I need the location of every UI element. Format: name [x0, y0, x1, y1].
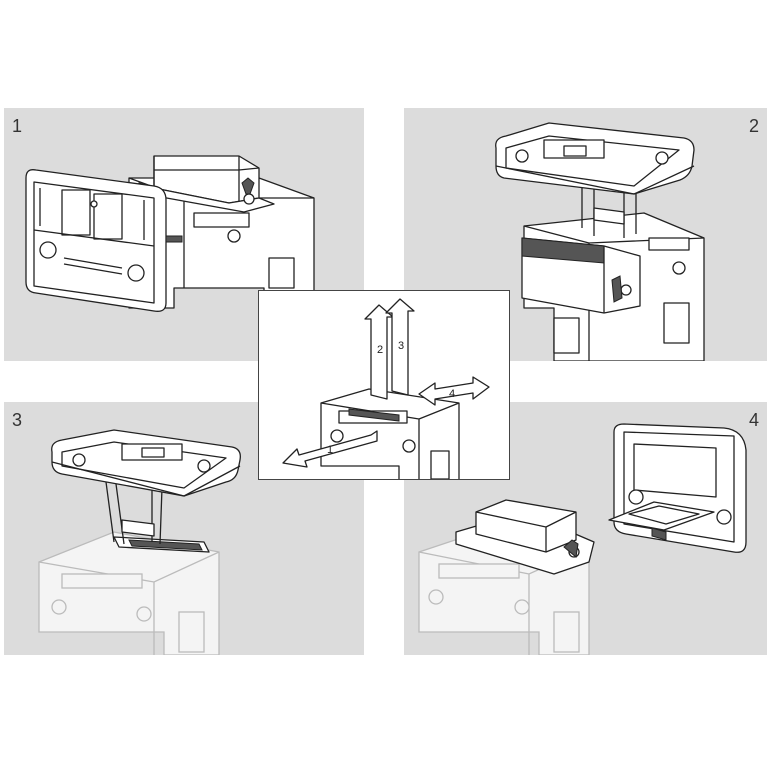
step-4-illustration [418, 423, 747, 655]
step-number: 2 [748, 116, 759, 136]
arrow-up-2 [364, 304, 394, 400]
arrow-label-3: 3 [398, 340, 404, 352]
arrow-label-2: 2 [377, 344, 383, 356]
actuator-slot [113, 536, 210, 553]
arrow-double-4 [418, 376, 490, 406]
linkage-arms [105, 481, 163, 545]
step-number: 1 [12, 116, 23, 136]
actuator-head [521, 237, 641, 314]
lifted-cover [51, 429, 241, 497]
step-1-panel: 1 [4, 108, 364, 361]
step-number: 4 [748, 410, 759, 430]
step-2-illustration [495, 122, 705, 361]
detail-body [320, 388, 460, 479]
front-cover [608, 423, 747, 553]
step-3-illustration [38, 429, 241, 655]
actuator-head [138, 155, 275, 213]
base-body-ghost [38, 531, 220, 655]
step-1-illustration [25, 155, 315, 312]
arrow-left-1 [282, 430, 378, 468]
lifted-cover [495, 122, 695, 238]
actuator-head [455, 499, 595, 575]
front-cover [25, 169, 183, 312]
arrow-label-1: 1 [327, 444, 333, 456]
step-number: 3 [12, 410, 23, 430]
arrow-label-4: 4 [449, 388, 455, 400]
motion-detail-panel: 2 3 4 1 [258, 290, 510, 480]
motion-detail-illustration: 2 3 4 1 [282, 298, 490, 479]
arrow-up-3 [385, 298, 415, 396]
